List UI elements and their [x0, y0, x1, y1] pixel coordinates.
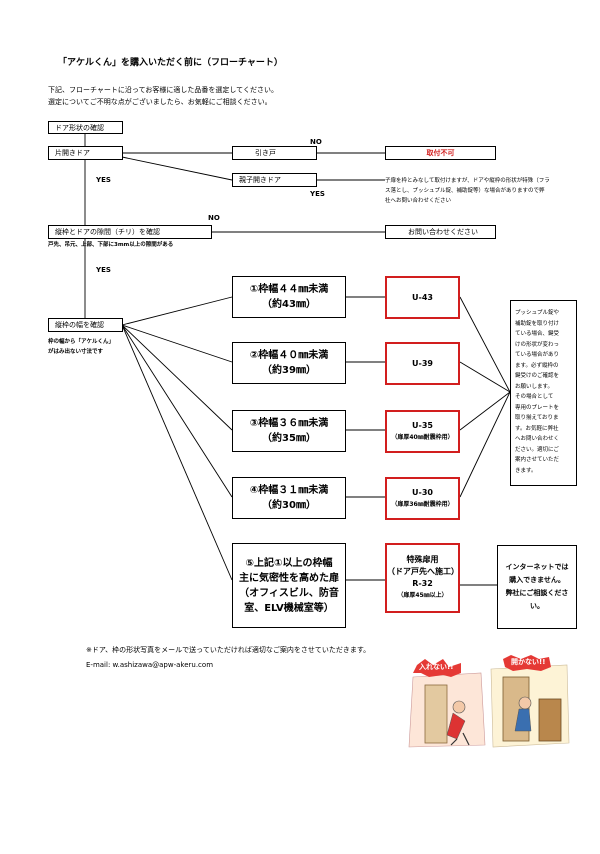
door-shape-box: ドア形状の確認 — [48, 121, 123, 134]
width-label: ②枠幅４０㎜未満 — [249, 350, 329, 361]
footer-note: ※ドア、枠の形状写真をメールで送っていただければ適切なご案内をさせていただきます… — [86, 646, 371, 654]
width-box-4: ④枠幅３１㎜未満 （約30㎜） — [232, 477, 346, 519]
installation-illustration: 入れない!! 開かない!! — [407, 655, 571, 749]
code-box-r32: 特殊扉用 （ドア戸先へ施工） R-32 （扉厚45㎜以上） — [385, 543, 460, 613]
not-possible-box: 取付不可 — [385, 146, 496, 160]
width-box-1: ①枠幅４４㎜未満 （約43㎜） — [232, 276, 346, 318]
width-label: ①枠幅４４㎜未満 — [249, 284, 329, 295]
internet-note-line: 購入できません。 — [509, 576, 565, 584]
internet-note-box: インターネットでは 購入できません。 弊社にご相談くださ い。 — [497, 545, 577, 629]
side-note-line: ている場合があり — [515, 352, 560, 358]
special-frame-box: ⑤上記①以上の枠幅 主に気密性を高めた扉 （オフィスビル、防音 室、ELV機械室… — [232, 543, 346, 628]
side-note-line: へお問い合わせく — [515, 436, 560, 442]
side-note-line: ださい。適切にご — [515, 446, 559, 453]
double-door-note-line: 社へお問い合わせください — [385, 198, 452, 204]
page-title: 「アケルくん」を購入いただく前に（フローチャート） — [58, 58, 283, 68]
side-note-line: 鍵受けのご確認を — [515, 373, 560, 379]
code-box-u30: U-30 （扉厚36㎜耐震枠用） — [385, 477, 460, 520]
width-approx: （約43㎜） — [262, 299, 316, 310]
product-code-note: （扉厚36㎜耐震枠用） — [391, 500, 454, 508]
product-code-note: （扉厚45㎜以上） — [397, 592, 448, 599]
side-note-line: 取り揃えておりま — [515, 415, 559, 421]
contact-box: お問い合わせください — [385, 225, 496, 239]
illustration-caption-left: 入れない!! — [419, 663, 454, 671]
side-note-line: ている場合、鍵受 — [515, 331, 560, 337]
internet-note-line: インターネットでは — [505, 563, 569, 571]
internet-note-line: い。 — [530, 602, 544, 610]
special-line: 室、ELV機械室等） — [244, 602, 334, 614]
code-box-u39: U-39 — [385, 342, 460, 385]
contact-label: お問い合わせください — [408, 228, 478, 236]
side-note-line: きます。 — [515, 467, 537, 474]
width-label: ③枠幅３６㎜未満 — [249, 418, 329, 429]
illustration-caption-right: 開かない!! — [511, 658, 546, 666]
side-note-line: 案内させていただ — [515, 457, 560, 463]
frame-check-label: 縦枠の幅を確認 — [55, 321, 104, 329]
frame-note: 枠の幅から「アケルくん」 がはみ出ない寸法です — [48, 337, 114, 357]
special-code-label: 特殊扉用 — [406, 555, 439, 564]
special-line: ⑤上記①以上の枠幅 — [245, 557, 333, 569]
yes-label-1: YES — [96, 176, 111, 184]
side-note-line: お願いします。 — [515, 383, 553, 390]
side-note-line: 専用のプレートを — [515, 404, 560, 411]
not-possible-label: 取付不可 — [426, 149, 455, 157]
special-line: 主に気密性を高めた扉 — [239, 572, 339, 584]
side-note-line: 補助錠を取り付け — [515, 320, 560, 327]
yes-label-2: YES — [310, 190, 325, 198]
sliding-door-label: 引き戸 — [255, 149, 276, 157]
gap-check-box: 縦枠とドアの隙間（チリ）を確認 — [48, 225, 212, 239]
footer-email[interactable]: E-mail: w.ashizawa@apw-akeru.com — [86, 661, 214, 669]
width-approx: （約39㎜） — [262, 365, 316, 376]
frame-note-line: がはみ出ない寸法です — [48, 349, 104, 355]
side-note-line: けの形状が変わっ — [515, 341, 560, 348]
width-approx: （約30㎜） — [262, 500, 316, 511]
double-door-box: 親子開きドア — [232, 173, 317, 187]
product-code: R-32 — [412, 579, 433, 588]
hinged-door-label: 片開きドア — [55, 149, 90, 157]
intro-line-1: 下記、フローチャートに沿ってお客様に適した品番を選定してください。 — [48, 86, 278, 94]
hinged-door-box: 片開きドア — [48, 146, 123, 160]
side-note-line: す。お気軽に弊社 — [515, 425, 559, 432]
width-box-3: ③枠幅３６㎜未満 （約35㎜） — [232, 410, 346, 452]
code-box-u43: U-43 — [385, 276, 460, 319]
gap-check-label: 縦枠とドアの隙間（チリ）を確認 — [55, 228, 160, 236]
door-shape-label: ドア形状の確認 — [55, 123, 104, 132]
product-code: U-39 — [412, 358, 433, 368]
no-label-1: NO — [310, 138, 322, 146]
special-code-note: （ドア戸先へ施工） — [387, 567, 459, 576]
product-code: U-35 — [412, 420, 433, 430]
side-note-line: ます。必ず縦枠の — [515, 362, 559, 369]
product-code: U-30 — [412, 487, 433, 497]
double-door-note-line: 子扉を枠とみなして取付けますが、ドアや縦枠の形状が特殊（フラ — [385, 178, 550, 184]
side-note-line: その場合として — [515, 394, 554, 400]
code-box-u35: U-35 （扉厚40㎜耐震枠用） — [385, 410, 460, 453]
double-door-label: 親子開きドア — [239, 176, 281, 184]
width-label: ④枠幅３１㎜未満 — [249, 485, 329, 496]
illustration-drawing — [408, 655, 570, 748]
width-approx: （約35㎜） — [262, 433, 316, 444]
yes-label-3: YES — [96, 266, 111, 274]
product-code: U-43 — [412, 292, 433, 302]
intro-line-2: 選定についてご不明な点がございましたら、お気軽にご相談ください。 — [48, 98, 272, 106]
width-box-2: ②枠幅４０㎜未満 （約39㎜） — [232, 342, 346, 384]
frame-check-box: 縦枠の幅を確認 — [48, 318, 123, 332]
double-door-note: 子扉を枠とみなして取付けますが、ドアや縦枠の形状が特殊（フラ ス落とし、プッシュ… — [385, 176, 600, 206]
product-code-note: （扉厚40㎜耐震枠用） — [391, 433, 454, 441]
frame-note-line: 枠の幅から「アケルくん」 — [48, 339, 115, 345]
special-line: （オフィスビル、防音 — [239, 587, 339, 599]
side-note-box: プッシュプル錠や 補助錠を取り付け ている場合、鍵受 けの形状が変わっ ている場… — [510, 300, 577, 486]
gap-note: 戸先、吊元、上部、下部に3mm以上の隙間がある — [48, 242, 174, 248]
sliding-door-box: 引き戸 — [232, 146, 317, 160]
double-door-note-line: ス落とし、プッシュプル錠、補助錠等）な場合がありますので弊 — [385, 188, 545, 194]
internet-note-line: 弊社にご相談くださ — [505, 589, 569, 597]
side-note-line: プッシュプル錠や — [515, 310, 560, 316]
no-label-2: NO — [208, 214, 220, 222]
